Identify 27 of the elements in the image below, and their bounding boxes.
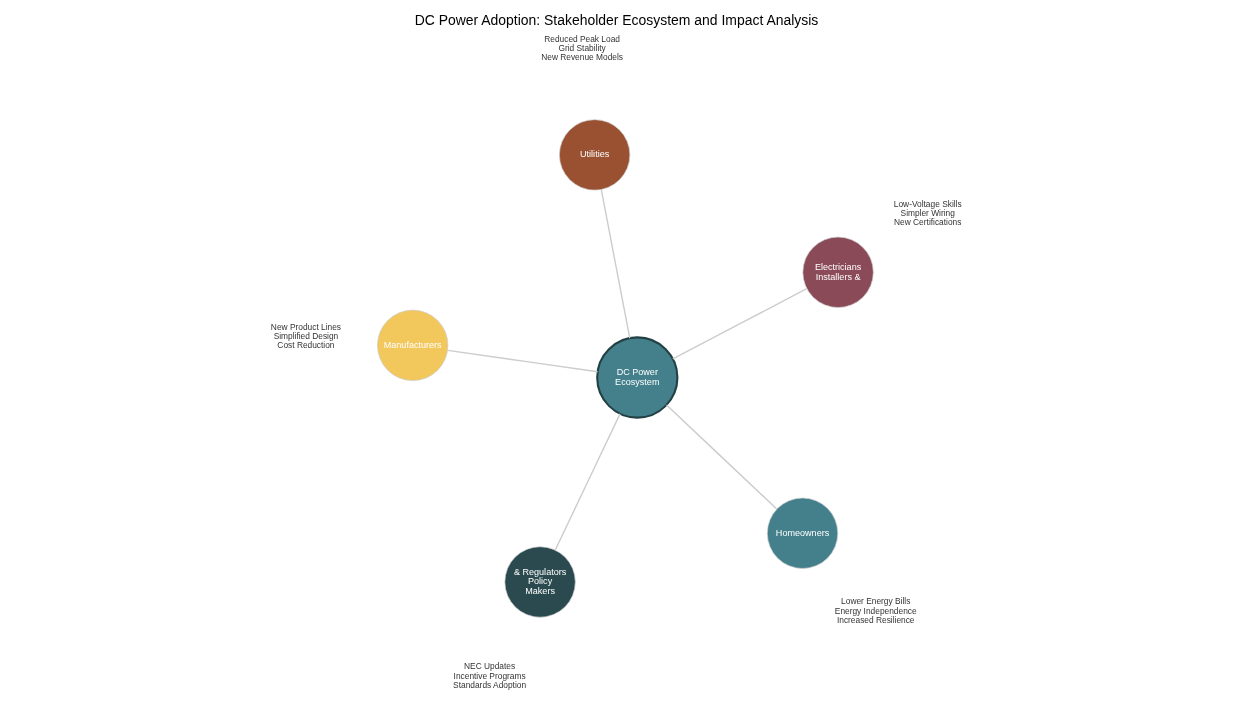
connector — [554, 413, 621, 551]
node-label: Cost Reduction — [277, 340, 335, 351]
node-label: Simpler Wiring — [900, 207, 955, 218]
node-label: Lower Energy Bills — [841, 596, 911, 607]
node-label: Standards Adoption — [453, 679, 527, 690]
connector — [600, 188, 631, 339]
connector — [447, 349, 599, 373]
connector — [672, 288, 808, 360]
connector — [665, 404, 778, 510]
node-label: New Product Lines — [270, 321, 342, 332]
node-label: New Certifications — [894, 217, 962, 228]
node-label: Low-Voltage Skills — [893, 198, 962, 209]
node-circle: Homeowners — [766, 497, 839, 569]
node-circle: Electricians Installers & — [802, 236, 874, 308]
node-label: Increased Resilience — [836, 614, 915, 625]
node-label: Simplified Design — [273, 330, 339, 341]
node-circle: & Regulators Policy Makers — [504, 546, 576, 618]
diagram-title: DC Power Adoption: Stakeholder Ecosystem and Impact Analysis — [414, 12, 819, 29]
node-circle: Manufacturers — [377, 309, 449, 381]
node-label: Grid Stability — [558, 42, 606, 53]
node-label: Reduced Peak Load — [544, 33, 620, 44]
node-label: New Revenue Models — [541, 51, 623, 62]
node-circle: Utilities — [559, 119, 631, 191]
node-label: Incentive Programs — [453, 670, 526, 681]
node-label: NEC Updates — [464, 661, 516, 672]
node-label: Energy Independence — [834, 605, 917, 616]
node-circle: DC Power Ecosystem — [596, 336, 679, 419]
